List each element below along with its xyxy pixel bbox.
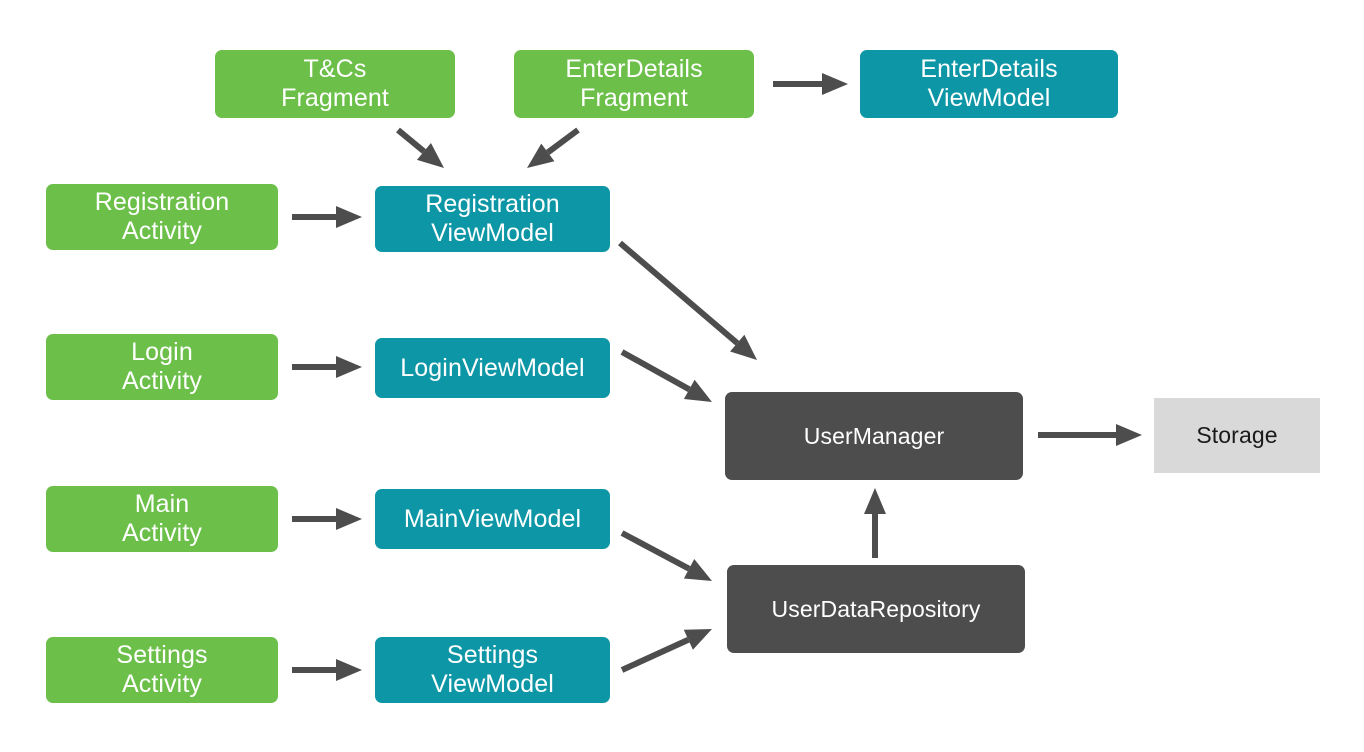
edge-login-vm-to-user-manager bbox=[620, 349, 712, 402]
edge-main-activity-to-vm bbox=[292, 508, 362, 530]
edge-enterdetails-fragment-to-registration-vm bbox=[527, 127, 580, 168]
edge-user-manager-to-storage bbox=[1038, 424, 1142, 446]
node-storage[interactable]: Storage bbox=[1154, 398, 1320, 473]
node-main-activity[interactable]: Main Activity bbox=[46, 486, 278, 552]
node-login-vm[interactable]: LoginViewModel bbox=[375, 338, 610, 398]
edge-settings-vm-to-repository bbox=[620, 629, 712, 673]
node-settings-vm[interactable]: Settings ViewModel bbox=[375, 637, 610, 703]
node-registration-vm[interactable]: Registration ViewModel bbox=[375, 186, 610, 252]
node-enterdetails-vm[interactable]: EnterDetails ViewModel bbox=[860, 50, 1118, 118]
edge-settings-activity-to-vm bbox=[292, 659, 362, 681]
edge-registration-activity-to-vm bbox=[292, 206, 362, 228]
node-user-manager[interactable]: UserManager bbox=[725, 392, 1023, 480]
node-enterdetails-fragment[interactable]: EnterDetails Fragment bbox=[514, 50, 754, 118]
edge-login-activity-to-vm bbox=[292, 356, 362, 378]
node-login-activity[interactable]: Login Activity bbox=[46, 334, 278, 400]
node-settings-activity[interactable]: Settings Activity bbox=[46, 637, 278, 703]
edge-registration-vm-to-user-manager bbox=[618, 240, 757, 360]
node-registration-activity[interactable]: Registration Activity bbox=[46, 184, 278, 250]
node-user-data-repository[interactable]: UserDataRepository bbox=[727, 565, 1025, 653]
edge-main-vm-to-repository bbox=[620, 530, 712, 581]
edge-tcs-fragment-to-registration-vm bbox=[396, 127, 444, 168]
edge-enterdetails-fragment-to-vm bbox=[773, 73, 848, 95]
edge-repository-to-user-manager bbox=[864, 488, 886, 558]
node-tcs-fragment[interactable]: T&Cs Fragment bbox=[215, 50, 455, 118]
node-main-vm[interactable]: MainViewModel bbox=[375, 489, 610, 549]
